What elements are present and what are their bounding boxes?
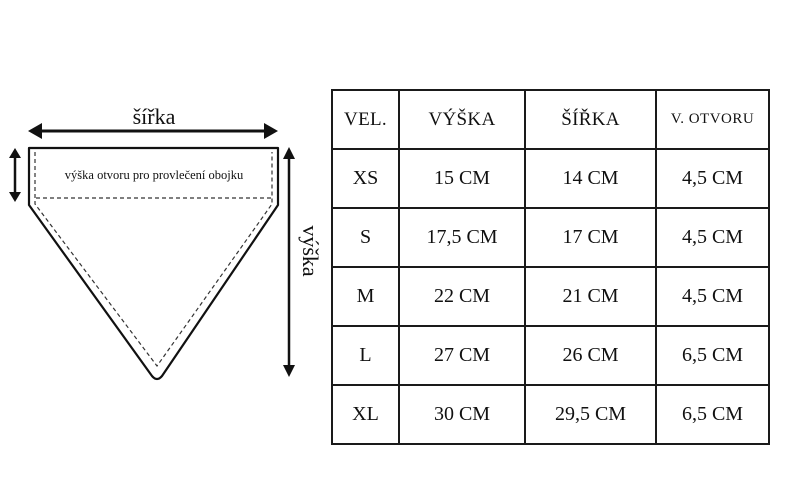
cell-size: L — [331, 325, 400, 386]
header-size: VEL. — [331, 89, 400, 150]
cell-opening: 6,5 CM — [655, 384, 770, 445]
table-row: M 22 CM 21 CM 4,5 CM — [331, 266, 770, 327]
opening-label: výška otvoru pro provlečení obojku — [65, 168, 244, 182]
cell-width: 17 CM — [524, 207, 657, 268]
table-row: XL 30 CM 29,5 CM 6,5 CM — [331, 384, 770, 445]
opening-height-arrow — [9, 148, 21, 202]
cell-opening: 4,5 CM — [655, 266, 770, 327]
cell-width: 29,5 CM — [524, 384, 657, 445]
cell-width: 14 CM — [524, 148, 657, 209]
cell-width: 21 CM — [524, 266, 657, 327]
bandana-stitch-line — [34, 152, 273, 368]
table-header-row: VEL. VÝŠKA ŠÍŘKA V. OTVORU — [331, 89, 770, 150]
cell-height: 17,5 CM — [398, 207, 526, 268]
bandana-diagram: šířka výška otvoru pro provlečení obojku… — [9, 104, 323, 381]
table-row: XS 15 CM 14 CM 4,5 CM — [331, 148, 770, 209]
table-row: S 17,5 CM 17 CM 4,5 CM — [331, 207, 770, 268]
cell-opening: 4,5 CM — [655, 207, 770, 268]
size-table: VEL. VÝŠKA ŠÍŘKA V. OTVORU XS 15 CM 14 C… — [331, 89, 770, 445]
header-opening: V. OTVORU — [655, 89, 770, 150]
height-label: výška — [298, 225, 323, 277]
cell-height: 15 CM — [398, 148, 526, 209]
header-width: ŠÍŘKA — [524, 89, 657, 150]
header-height: VÝŠKA — [398, 89, 526, 150]
cell-opening: 6,5 CM — [655, 325, 770, 386]
cell-size: XL — [331, 384, 400, 445]
cell-size: M — [331, 266, 400, 327]
height-arrow — [283, 147, 295, 377]
cell-width: 26 CM — [524, 325, 657, 386]
cell-height: 22 CM — [398, 266, 526, 327]
width-label: šířka — [133, 104, 176, 129]
cell-opening: 4,5 CM — [655, 148, 770, 209]
cell-height: 27 CM — [398, 325, 526, 386]
cell-height: 30 CM — [398, 384, 526, 445]
bandana-outline — [27, 146, 280, 381]
cell-size: XS — [331, 148, 400, 209]
cell-size: S — [331, 207, 400, 268]
width-arrow — [28, 123, 278, 139]
table-row: L 27 CM 26 CM 6,5 CM — [331, 325, 770, 386]
